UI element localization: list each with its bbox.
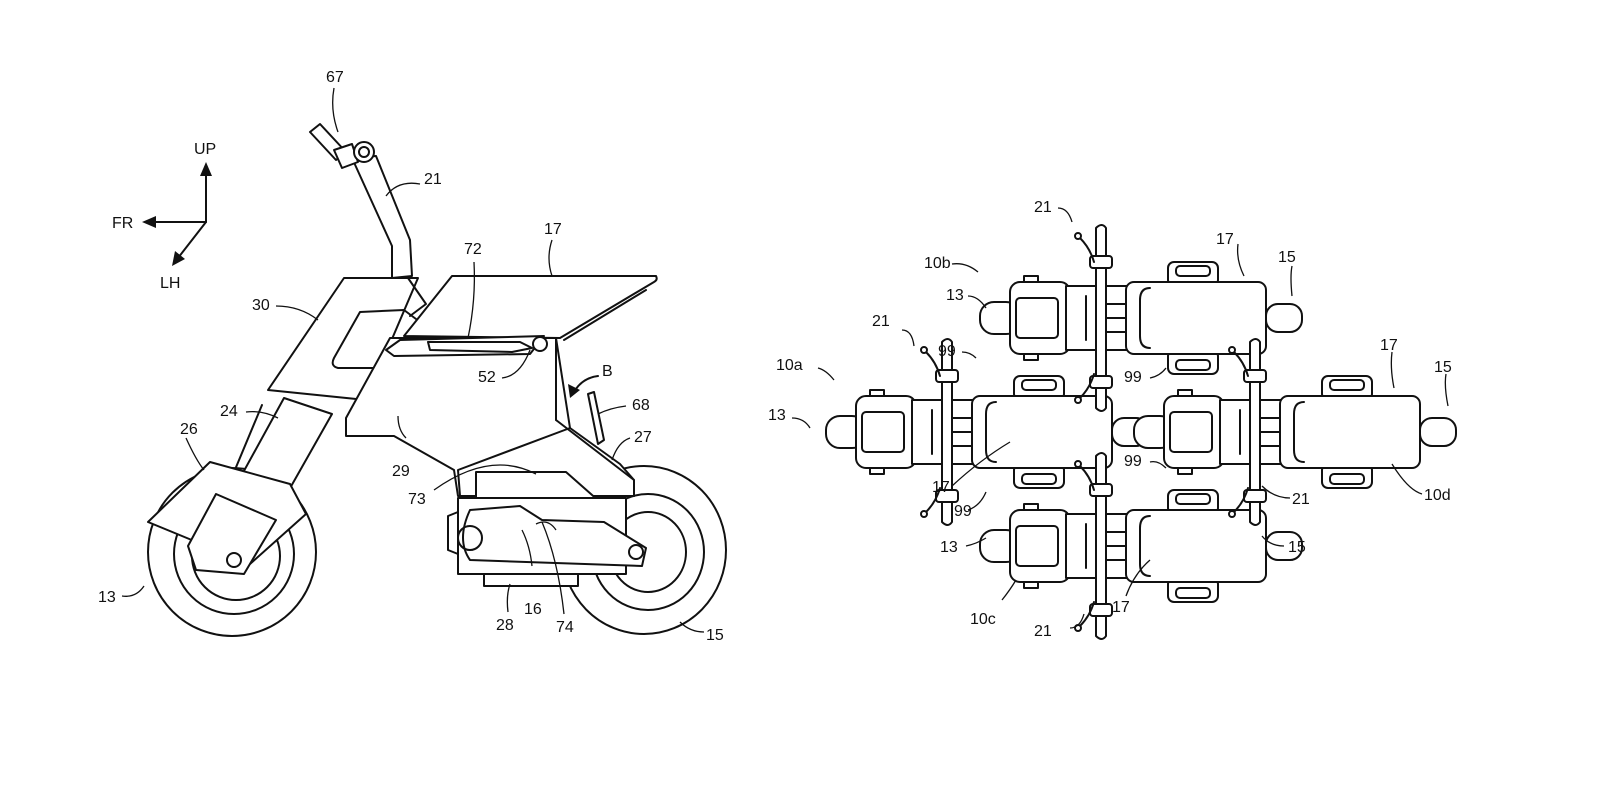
under-cover (483, 573, 579, 587)
label-17-a: 17 (932, 479, 950, 496)
handlebar-stem (351, 155, 427, 317)
swing-arm (447, 497, 647, 575)
left-arrowhead-icon (172, 251, 185, 266)
label-13: 13 (98, 589, 116, 606)
label-10c: 10c (970, 611, 996, 628)
label-73: 73 (408, 491, 426, 508)
label-21-b: 21 (1034, 199, 1052, 216)
label-17-c: 17 (1112, 599, 1130, 616)
label-16: 16 (524, 601, 542, 618)
direction-axes: UP FR LH (112, 141, 216, 292)
label-13-c: 13 (940, 539, 958, 556)
label-74: 74 (556, 619, 574, 636)
label-99-a: 99 (938, 343, 956, 360)
left-arrow (177, 221, 207, 259)
leader-lines (121, 87, 705, 633)
top-view-leader-lines (791, 207, 1449, 629)
label-99-d1: 99 (1124, 369, 1142, 386)
label-15: 15 (706, 627, 724, 644)
label-27: 27 (634, 429, 652, 446)
fork-bracket (187, 493, 277, 575)
label-26: 26 (180, 421, 198, 438)
label-21-d: 21 (1292, 491, 1310, 508)
handlebar-grip (309, 123, 375, 169)
label-29: 29 (392, 463, 410, 480)
label-99-c: 99 (954, 503, 972, 520)
label-17-d: 17 (1380, 337, 1398, 354)
seat-hinge (532, 336, 548, 352)
label-13-a: 13 (768, 407, 786, 424)
label-15-d: 15 (1434, 359, 1452, 376)
stand (587, 391, 605, 445)
front-arrowhead-icon (142, 216, 156, 228)
label-68: 68 (632, 397, 650, 414)
label-28: 28 (496, 617, 514, 634)
label-72: 72 (464, 241, 482, 258)
label-15-b: 15 (1278, 249, 1296, 266)
label-13-b: 13 (946, 287, 964, 304)
label-99-d2: 99 (1124, 453, 1142, 470)
label-30: 30 (252, 297, 270, 314)
label-17: 17 (544, 221, 562, 238)
label-67: 67 (326, 69, 344, 86)
up-arrowhead-icon (200, 162, 212, 176)
seat (403, 275, 658, 341)
side-view-vehicle: 67 21 72 17 30 52 B 68 27 24 26 29 73 13… (98, 69, 727, 644)
label-52: 52 (478, 369, 496, 386)
axis-label-front: FR (112, 215, 133, 232)
label-24: 24 (220, 403, 238, 420)
label-21: 21 (424, 171, 442, 188)
label-15-c: 15 (1288, 539, 1306, 556)
label-10a: 10a (776, 357, 803, 374)
label-10b: 10b (924, 255, 951, 272)
top-view-arrangement: 21 10b 13 17 15 21 10a 99 13 99 99 17 15… (768, 199, 1457, 640)
label-10d: 10d (1424, 487, 1451, 504)
view-arrowhead-icon (568, 384, 580, 398)
label-21-c: 21 (1034, 623, 1052, 640)
axis-label-up: UP (194, 141, 216, 158)
label-17-b: 17 (1216, 231, 1234, 248)
label-21-a: 21 (872, 313, 890, 330)
seat-rail (385, 335, 545, 357)
label-B: B (602, 363, 613, 380)
axis-label-left: LH (160, 275, 180, 292)
